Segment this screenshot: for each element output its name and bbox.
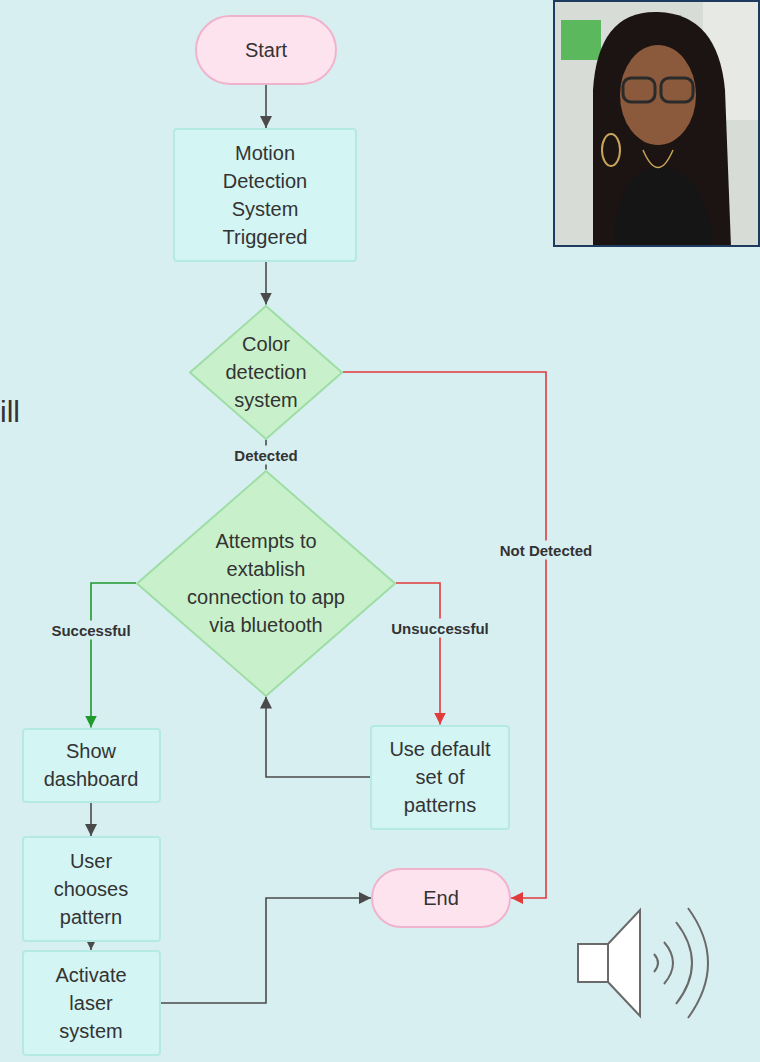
process-box: User chooses pattern (22, 836, 161, 942)
node-text: Activate laser system (41, 961, 141, 1045)
flow-connector (91, 583, 136, 728)
speaker-icon (570, 900, 730, 1025)
photo-necklace (643, 150, 673, 168)
sound-wave (676, 922, 692, 1004)
node-text: Use default set of patterns (384, 735, 496, 819)
node-text: User chooses pattern (41, 847, 141, 931)
process-box: Activate laser system (22, 950, 161, 1056)
node-text: End (381, 884, 501, 912)
edge-label: Unsuccessful (388, 619, 492, 638)
flow-connector (265, 85, 267, 128)
speaker-body (578, 944, 608, 982)
process-box: Show dashboard (22, 728, 161, 803)
diamond-shape (190, 306, 342, 439)
flow-connector (266, 697, 370, 778)
node-text: Color detection system (219, 330, 314, 414)
flow-connector (90, 942, 92, 950)
speaker-cone (608, 910, 640, 1016)
process-box: Motion Detection System Triggered (173, 128, 357, 262)
node-text: Start (206, 36, 326, 64)
photo-green-wall (561, 20, 601, 60)
edge-label: Not Detected (497, 541, 596, 560)
flow-connector (396, 583, 440, 725)
decision-diamond: Attempts to extablish connection to app … (136, 470, 396, 697)
photo-earring (602, 134, 620, 166)
photo-shirt (615, 165, 713, 247)
sound-wave (654, 954, 658, 972)
photo-glasses (661, 78, 693, 102)
node-text: Motion Detection System Triggered (210, 139, 320, 251)
photo-hair (593, 12, 731, 247)
flow-connector (90, 803, 92, 837)
node-text: Show dashboard (36, 737, 146, 793)
flow-connector (265, 262, 267, 305)
process-box: Use default set of patterns (370, 725, 510, 830)
terminal-pill: End (371, 868, 511, 928)
sound-wave (688, 908, 708, 1018)
photo-wall (553, 0, 760, 247)
diamond-outline (136, 470, 396, 697)
sound-wave (664, 942, 673, 984)
flow-connector (343, 372, 546, 898)
slide-text-fragment: ill (0, 395, 20, 429)
photo-border (554, 1, 759, 246)
edge-label: Detected (231, 445, 300, 464)
photo-face (620, 45, 696, 145)
edge-label: Successful (48, 621, 133, 640)
decision-diamond: Color detection system (189, 305, 343, 440)
terminal-pill: Start (195, 15, 337, 85)
node-text: Attempts to extablish connection to app … (176, 527, 356, 639)
presenter-photo (553, 0, 760, 247)
flow-connector (161, 898, 372, 1003)
diamond-shape (137, 471, 395, 696)
photo-glasses (623, 78, 655, 102)
